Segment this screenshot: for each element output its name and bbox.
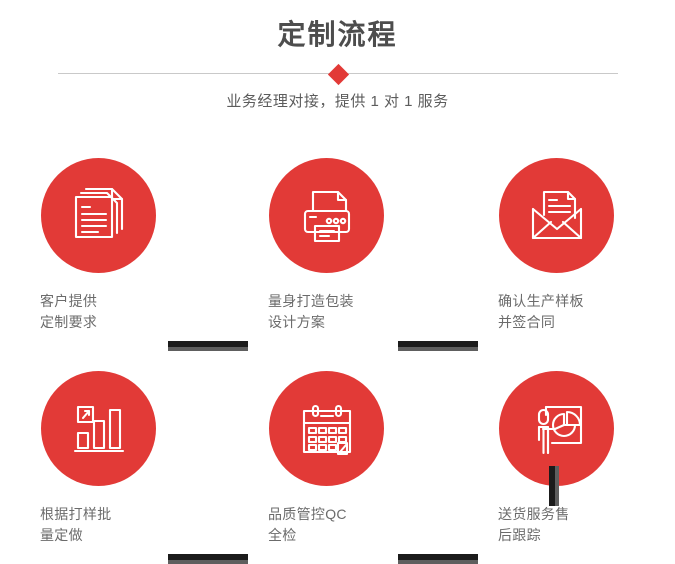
process-flow: 客户提供 定制要求 量身打造包装 设计方案 (0, 130, 675, 564)
flow-step-1[interactable]: 客户提供 定制要求 (18, 158, 178, 333)
diamond-icon (327, 63, 349, 85)
flow-step-2-label: 量身打造包装 设计方案 (268, 293, 354, 330)
printer-icon (296, 185, 358, 247)
connector-shadow (168, 347, 248, 351)
connector-step4-step5 (168, 554, 248, 564)
flow-step-5-circle (269, 371, 384, 486)
title-divider (58, 63, 618, 85)
flow-step-3[interactable]: 确认生产样板 并签合同 (476, 158, 636, 333)
connector-step3-step6 (549, 466, 559, 506)
flow-step-5-label: 品质管控QC 全检 (268, 506, 347, 543)
connector-shadow (398, 560, 478, 564)
flow-step-4-circle (41, 371, 156, 486)
page-subtitle: 业务经理对接，提供 1 对 1 服务 (226, 93, 449, 110)
flow-step-4[interactable]: 根据打样批 量定做 (18, 371, 178, 546)
flow-step-6-label: 送货服务售 后跟踪 (498, 506, 570, 543)
connector-step1-step2 (168, 341, 248, 351)
page-header: 定制流程 业务经理对接，提供 1 对 1 服务 (0, 0, 675, 130)
calendar-check-icon (296, 398, 358, 460)
flow-step-1-label: 客户提供 定制要求 (40, 293, 98, 330)
connector-bar (549, 466, 555, 506)
flow-step-1-circle (41, 158, 156, 273)
flow-step-3-circle (499, 158, 614, 273)
connector-step2-step3 (398, 341, 478, 351)
page-title: 定制流程 (277, 19, 398, 50)
connector-shadow (398, 347, 478, 351)
flow-step-6[interactable]: 送货服务售 后跟踪 (476, 371, 636, 546)
connector-step5-step6 (398, 554, 478, 564)
connector-bar (398, 341, 478, 347)
flow-step-3-label: 确认生产样板 并签合同 (498, 293, 584, 330)
flow-step-5[interactable]: 品质管控QC 全检 (246, 371, 406, 546)
flow-step-2[interactable]: 量身打造包装 设计方案 (246, 158, 406, 333)
envelope-document-icon (526, 185, 588, 247)
connector-shadow (555, 466, 559, 506)
flow-step-4-label: 根据打样批 量定做 (40, 506, 112, 543)
documents-icon (68, 185, 130, 247)
presentation-person-icon (526, 398, 588, 460)
connector-shadow (168, 560, 248, 564)
bar-chart-growth-icon (68, 398, 130, 460)
flow-step-2-circle (269, 158, 384, 273)
connector-bar (168, 341, 248, 347)
